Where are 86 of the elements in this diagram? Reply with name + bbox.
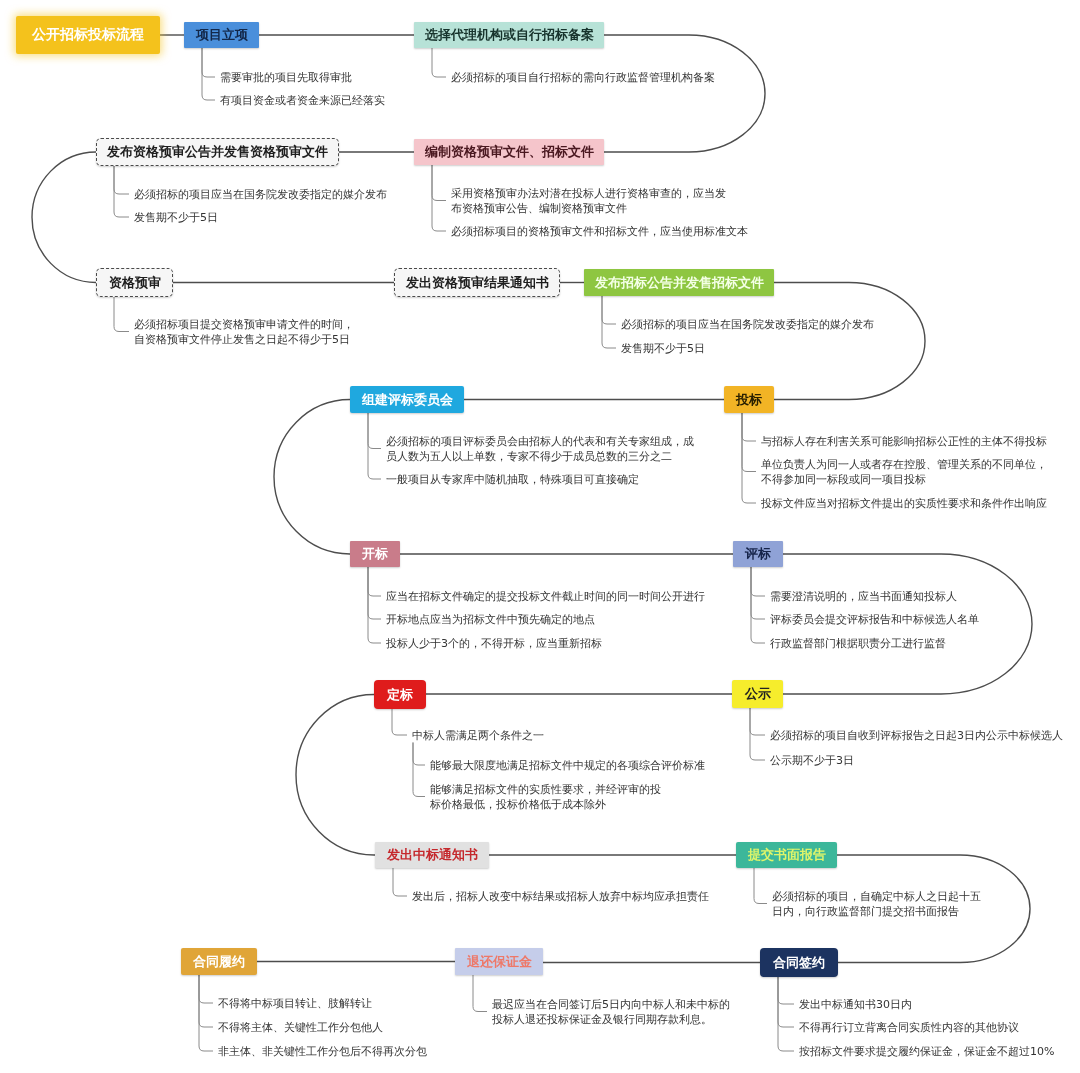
note-text: 不得将中标项目转让、肢解转让	[213, 995, 372, 1011]
note-text: 必须招标项目的资格预审文件和招标文件，应当使用标准文本	[446, 223, 748, 239]
title-box: 公开招标投标流程	[16, 16, 160, 54]
process-box: 组建评标委员会	[350, 386, 464, 413]
note-text: 需要澄清说明的，应当书面通知投标人	[765, 588, 957, 604]
note-text: 行政监督部门根据职责分工进行监督	[765, 635, 946, 651]
process-box: 提交书面报告	[736, 842, 837, 868]
process-box: 评标	[733, 541, 783, 567]
note-text: 投标人少于3个的，不得开标，应当重新招标	[381, 635, 602, 651]
branch-line	[113, 165, 130, 218]
note-text: 必须招标的项目自收到评标报告之日起3日内公示中标候选人	[765, 727, 1063, 743]
branch-line	[749, 707, 766, 761]
process-box: 公示	[732, 680, 783, 708]
process-box: 编制资格预审文件、招标文件	[414, 139, 604, 165]
branch-line	[750, 566, 766, 644]
branch-line	[198, 974, 214, 1052]
connector-line	[463, 398, 725, 401]
branch-line	[391, 708, 408, 736]
branch-line	[741, 412, 757, 504]
process-box: 资格预审	[96, 268, 173, 297]
connector-line	[338, 151, 415, 153]
connector-line	[159, 34, 185, 36]
note-text: 开标地点应当为招标文件中预先确定的地点	[381, 611, 595, 627]
process-box: 发出资格预审结果通知书	[394, 268, 560, 297]
process-box: 发布资格预审公告并发售资格预审文件	[96, 138, 339, 166]
connector-line	[559, 281, 585, 284]
note-text: 应当在招标文件确定的提交投标文件截止时间的同一时间公开进行	[381, 588, 705, 604]
connector-line	[542, 961, 761, 964]
note-text: 需要审批的项目先取得审批	[215, 69, 352, 85]
connector-line	[773, 281, 926, 401]
note-text: 单位负责人为同一人或者存在控股、管理关系的不同单位，不得参加同一标段或同一项目投标	[756, 456, 1052, 487]
note-text: 发售期不少于5日	[616, 340, 705, 356]
connector-line	[425, 693, 733, 695]
note-text: 不得将主体、关键性工作分包他人	[213, 1019, 383, 1035]
note-text: 与招标人存在利害关系可能影响招标公正性的主体不得投标	[756, 433, 1047, 449]
branch-line	[472, 974, 488, 1012]
process-box: 项目立项	[184, 22, 259, 48]
note-text: 最迟应当在合同签订后5日内向中标人和未中标的投标人退还投标保证金及银行同期存款利息。	[487, 996, 732, 1027]
process-box: 合同履约	[181, 948, 257, 975]
connector-line	[399, 553, 734, 555]
process-box: 定标	[374, 680, 426, 709]
process-box: 选择代理机构或自行招标备案	[414, 22, 604, 48]
connector-line	[295, 693, 376, 856]
branch-line	[392, 867, 408, 897]
process-box: 退还保证金	[455, 948, 543, 975]
connector-line	[782, 553, 1033, 695]
note-text: 能够最大限度地满足招标文件中规定的各项综合评价标准	[425, 757, 705, 773]
note-text: 发售期不少于5日	[129, 209, 218, 225]
note-text: 必须招标的项目应当在国务院发改委指定的媒介发布	[129, 186, 387, 202]
branch-line	[431, 47, 447, 78]
note-text: 必须招标的项目，自确定中标人之日起十五日内，向行政监督部门提交招书面报告	[767, 888, 986, 919]
note-text: 采用资格预审办法对潜在投标人进行资格审查的，应当发布资格预审公告、编制资格预审文件	[446, 185, 731, 216]
process-box: 投标	[724, 386, 774, 413]
branch-line	[601, 295, 617, 349]
connector-line	[258, 34, 415, 36]
branch-line	[431, 164, 447, 232]
connector-line	[256, 960, 456, 963]
process-box: 发出中标通知书	[375, 842, 489, 868]
branch-line	[201, 47, 216, 101]
branch-line	[777, 976, 795, 1052]
note-text: 必须招标的项目应当在国务院发改委指定的媒介发布	[616, 316, 874, 332]
note-text: 一般项目从专家库中随机抽取，特殊项目可直接确定	[381, 471, 639, 487]
connector-line	[172, 281, 395, 284]
connector-line	[31, 151, 97, 284]
note-text: 能够满足招标文件的实质性要求，并经评审的投标价格最低，投标价格低于成本除外	[425, 781, 666, 812]
connector-line	[603, 34, 766, 153]
note-text: 非主体、非关键性工作分包后不得再次分包	[213, 1043, 427, 1059]
note-text: 中标人需满足两个条件之一	[407, 727, 544, 743]
note-text: 公示期不少于3日	[765, 752, 854, 768]
connector-line	[488, 854, 737, 856]
connector-line	[836, 854, 1031, 964]
note-text: 必须招标的项目自行招标的需向行政监督管理机构备案	[446, 69, 715, 85]
note-text: 发出中标通知书30日内	[794, 996, 912, 1012]
note-text: 必须招标项目提交资格预审申请文件的时间，自资格预审文件停止发售之日起不得少于5日	[129, 316, 359, 347]
process-box: 合同签约	[760, 948, 838, 977]
note-text: 投标文件应当对招标文件提出的实质性要求和条件作出响应	[756, 495, 1047, 511]
connector-line	[273, 398, 351, 555]
process-box: 发布招标公告并发售招标文件	[584, 269, 774, 296]
note-text: 不得再行订立背离合同实质性内容的其他协议	[794, 1019, 1019, 1035]
note-text: 必须招标的项目评标委员会由招标人的代表和有关专家组成，成员人数为五人以上单数，专家不得少于成员总数的三分之二	[381, 433, 699, 464]
process-box: 开标	[350, 541, 400, 567]
note-text: 发出后，招标人改变中标结果或招标人放弃中标均应承担责任	[407, 888, 709, 904]
note-text: 有项目资金或者资金来源已经落实	[215, 92, 385, 108]
note-text: 按招标文件要求提交履约保证金，保证金不超过10%	[794, 1043, 1055, 1059]
branch-line	[113, 296, 130, 332]
note-text: 评标委员会提交评标报告和中标候选人名单	[765, 611, 979, 627]
